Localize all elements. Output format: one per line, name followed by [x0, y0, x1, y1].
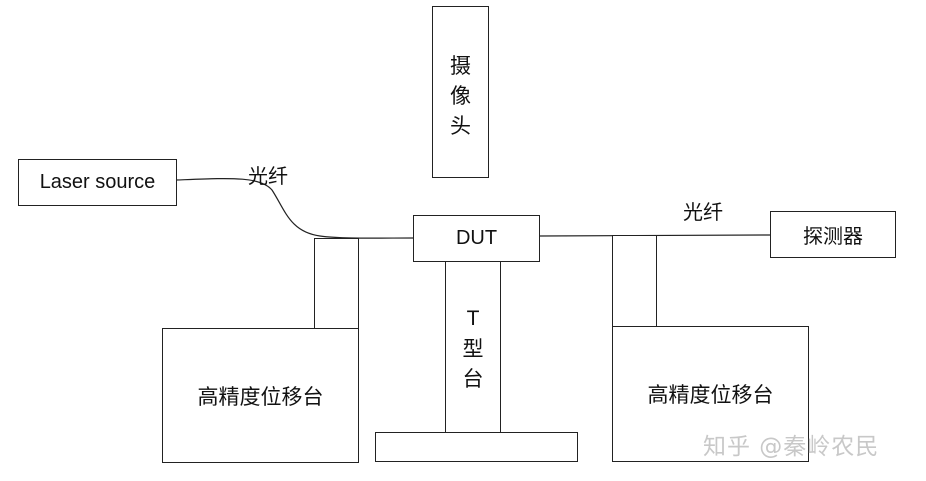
laser-source-label: Laser source [39, 171, 156, 193]
left-stage-box: 高精度位移台 [162, 328, 359, 463]
dut-label: DUT [455, 227, 498, 249]
fiber-left-label: 光纤 [248, 164, 288, 188]
camera-label-char: 摄 [450, 54, 471, 78]
t-stage-label: T 型 台 [446, 304, 500, 394]
dut-box: DUT [413, 215, 540, 262]
fiber-left-line [175, 177, 414, 239]
camera-label-char: 头 [450, 114, 471, 138]
fiber-right-label: 光纤 [683, 200, 723, 224]
camera-box: 摄 像 头 [432, 6, 489, 178]
left-stage-label: 高精度位移台 [197, 384, 324, 409]
right-fiber-holder [612, 235, 657, 327]
t-stage-label-char: 型 [462, 337, 484, 361]
camera-label-char: 像 [450, 84, 471, 108]
watermark-text: 知乎 @秦岭农民 [703, 434, 880, 460]
laser-source-box: Laser source [18, 159, 177, 206]
left-fiber-holder [314, 238, 359, 329]
camera-label: 摄 像 头 [433, 51, 488, 141]
t-stage-label-char: T [466, 307, 480, 330]
t-stage-label-char: 台 [462, 367, 484, 391]
right-stage-label: 高精度位移台 [647, 383, 774, 407]
detector-label: 探测器 [803, 224, 863, 248]
right-stage-box: 高精度位移台 [612, 326, 809, 462]
t-stage-base [375, 432, 578, 462]
t-stage-column: T 型 台 [445, 261, 501, 433]
detector-box: 探测器 [770, 211, 896, 258]
